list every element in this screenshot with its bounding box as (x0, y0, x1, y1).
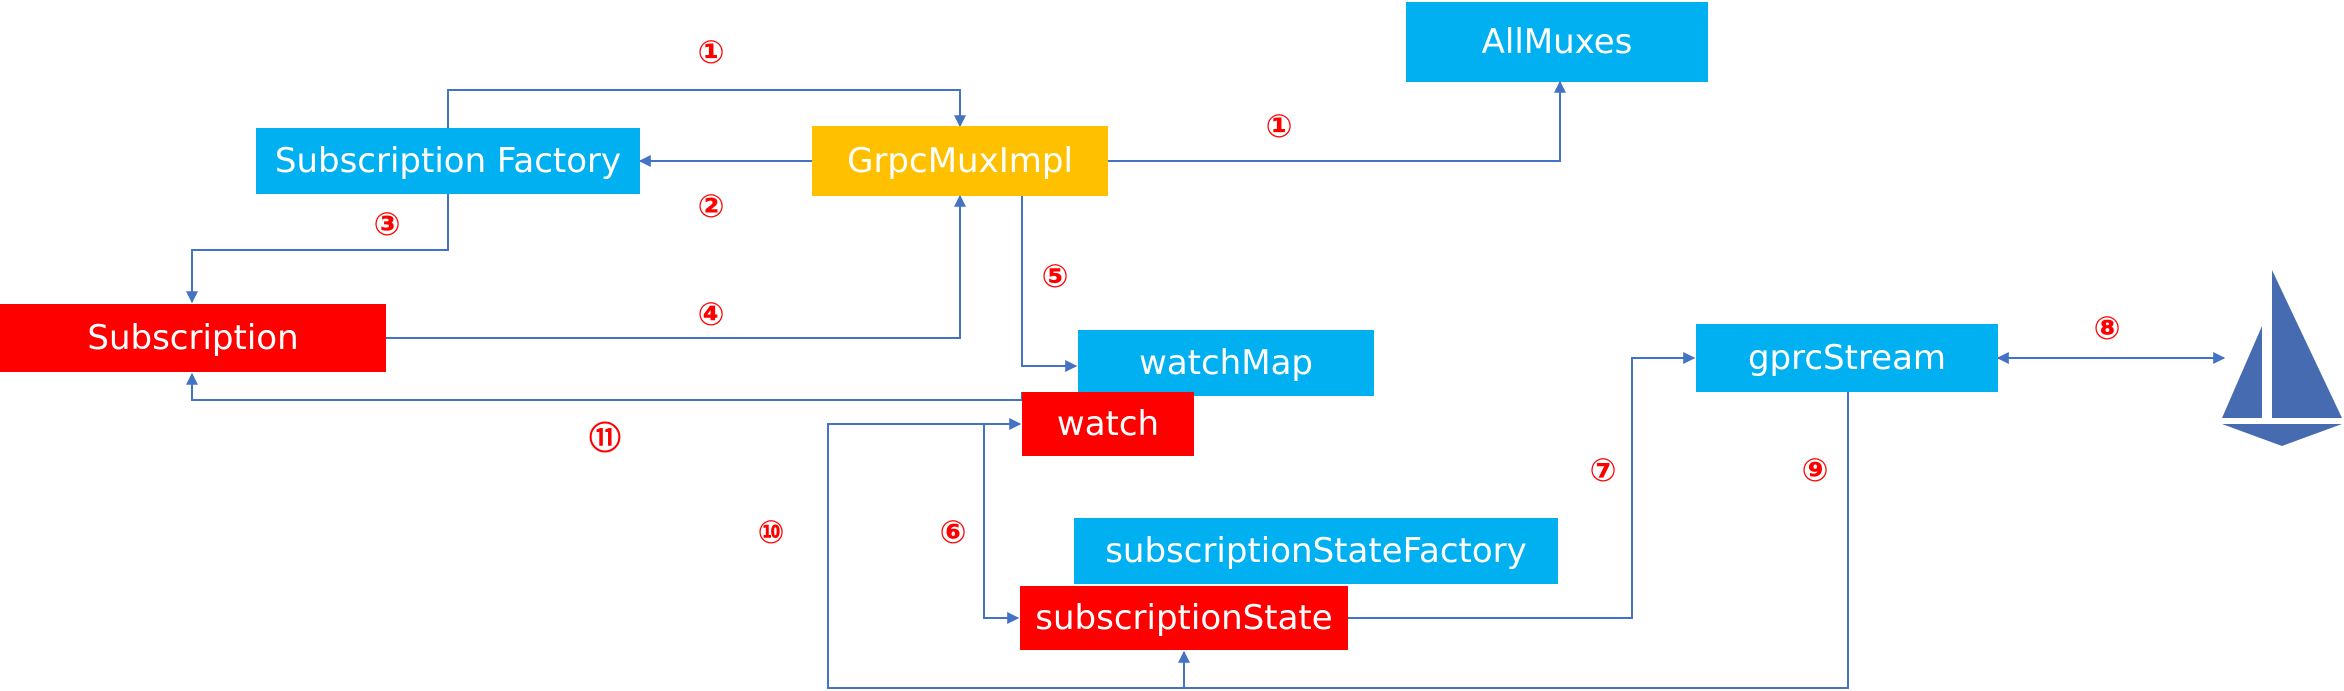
connector-watch-to-substate (983, 424, 1020, 624)
watchmap-node: watchMap (1078, 330, 1374, 396)
gprcstream-node: gprcStream (1696, 324, 1998, 392)
step-label-11: ⑪ (588, 419, 621, 457)
connector-gprcstream-to-substate (1178, 392, 1849, 689)
grpcmuximpl-node: GrpcMuxImpl (812, 126, 1108, 196)
connector-loop-to-watch (827, 418, 1184, 689)
step-label-9: ⑨ (1801, 451, 1829, 489)
watch-node: watch (1022, 392, 1194, 456)
subscription-factory-node: Subscription Factory (256, 128, 640, 194)
step-label-1-right: ① (1265, 107, 1293, 145)
step-label-10: ⑩ (757, 513, 785, 551)
allmuxes-node: AllMuxes (1406, 2, 1708, 82)
connector-watch-to-subscription (186, 372, 1023, 401)
connector-grpcmux-to-allmuxes (1108, 80, 1566, 162)
step-label-5: ⑤ (1041, 257, 1069, 295)
subscription-node: Subscription (0, 304, 386, 372)
subscription-state-factory-node: subscriptionStateFactory (1074, 518, 1558, 584)
step-label-7: ⑦ (1589, 451, 1617, 489)
connector-factory-to-grpcmux (447, 89, 966, 128)
step-label-8: ⑧ (2093, 309, 2121, 347)
connector-grpcmux-to-watchmap (1021, 196, 1078, 372)
connector-subscription-to-grpcmux (386, 194, 966, 339)
subscription-state-node: subscriptionState (1020, 586, 1348, 650)
step-label-4: ④ (697, 295, 725, 333)
step-label-6: ⑥ (939, 513, 967, 551)
step-label-1-top: ① (697, 33, 725, 71)
connector-substate-to-gprcstream (1348, 352, 1696, 619)
step-label-3: ③ (373, 205, 401, 243)
connector-factory-to-subscription (186, 194, 449, 304)
istio-logo-icon (2222, 270, 2342, 446)
step-label-2: ② (697, 187, 725, 225)
